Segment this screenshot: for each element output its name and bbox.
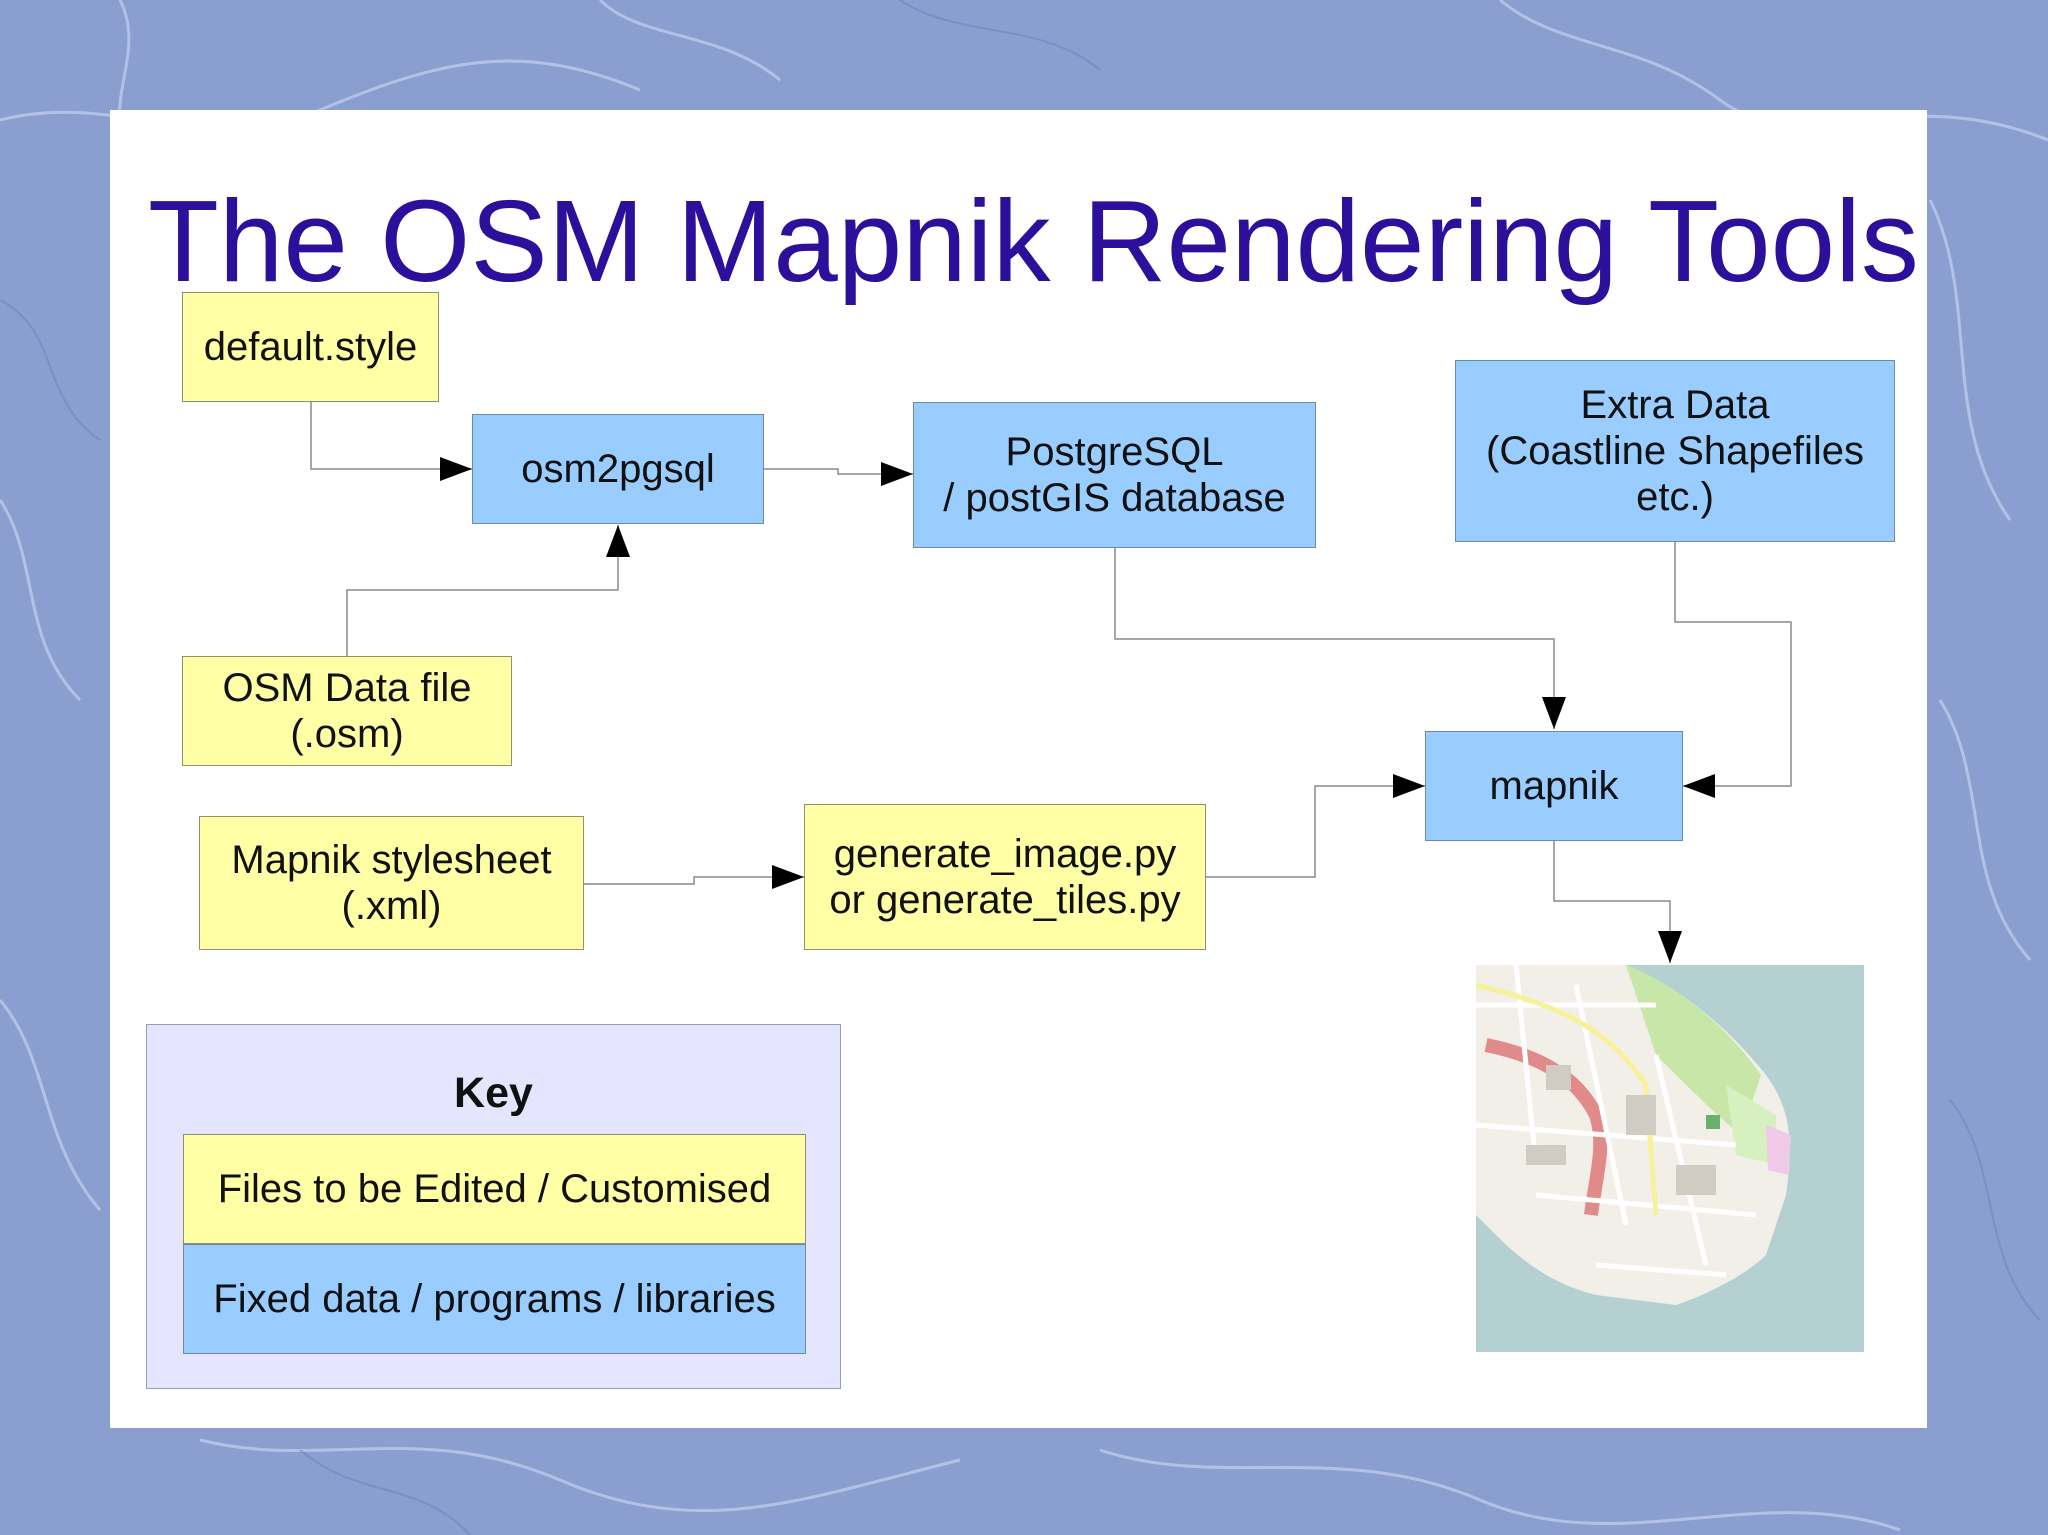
key-editable-swatch: Files to be Edited / Customised: [183, 1134, 806, 1244]
slide-title: The OSM Mapnik Rendering Tools: [148, 176, 1919, 306]
rendered-map-thumbnail: [1476, 965, 1864, 1352]
arrow-postgresql-to-mapnik: [1114, 548, 1566, 729]
node-mapnik: mapnik: [1425, 731, 1683, 841]
node-extra-data: Extra Data (Coastline Shapefiles etc.): [1455, 360, 1895, 542]
arrow-mapnik-to-map: [1553, 841, 1682, 963]
key-fixed-swatch: Fixed data / programs / libraries: [183, 1244, 806, 1354]
node-generate-scripts: generate_image.py or generate_tiles.py: [804, 804, 1206, 950]
arrow-osm2pgsql-to-postgresql: [764, 462, 913, 486]
node-osm-data-file: OSM Data file (.osm): [182, 656, 512, 766]
key-title: Key: [454, 1069, 533, 1117]
arrow-stylesheet-to-generate: [584, 865, 804, 889]
arrow-generate-to-mapnik: [1206, 774, 1425, 878]
node-osm2pgsql: osm2pgsql: [472, 414, 764, 524]
node-default-style: default.style: [182, 292, 439, 402]
node-mapnik-stylesheet: Mapnik stylesheet (.xml): [199, 816, 584, 950]
arrow-default-style-to-osm2pgsql: [310, 402, 472, 481]
connector-arrows: [310, 402, 1792, 963]
arrow-osm-file-to-osm2pgsql: [346, 525, 630, 656]
arrow-extra-data-to-mapnik: [1674, 542, 1792, 798]
slide: The OSM Mapnik Rendering Tools default.s…: [110, 110, 1927, 1428]
key-legend: Key Files to be Edited / Customised Fixe…: [146, 1024, 841, 1389]
node-postgresql: PostgreSQL / postGIS database: [913, 402, 1316, 548]
